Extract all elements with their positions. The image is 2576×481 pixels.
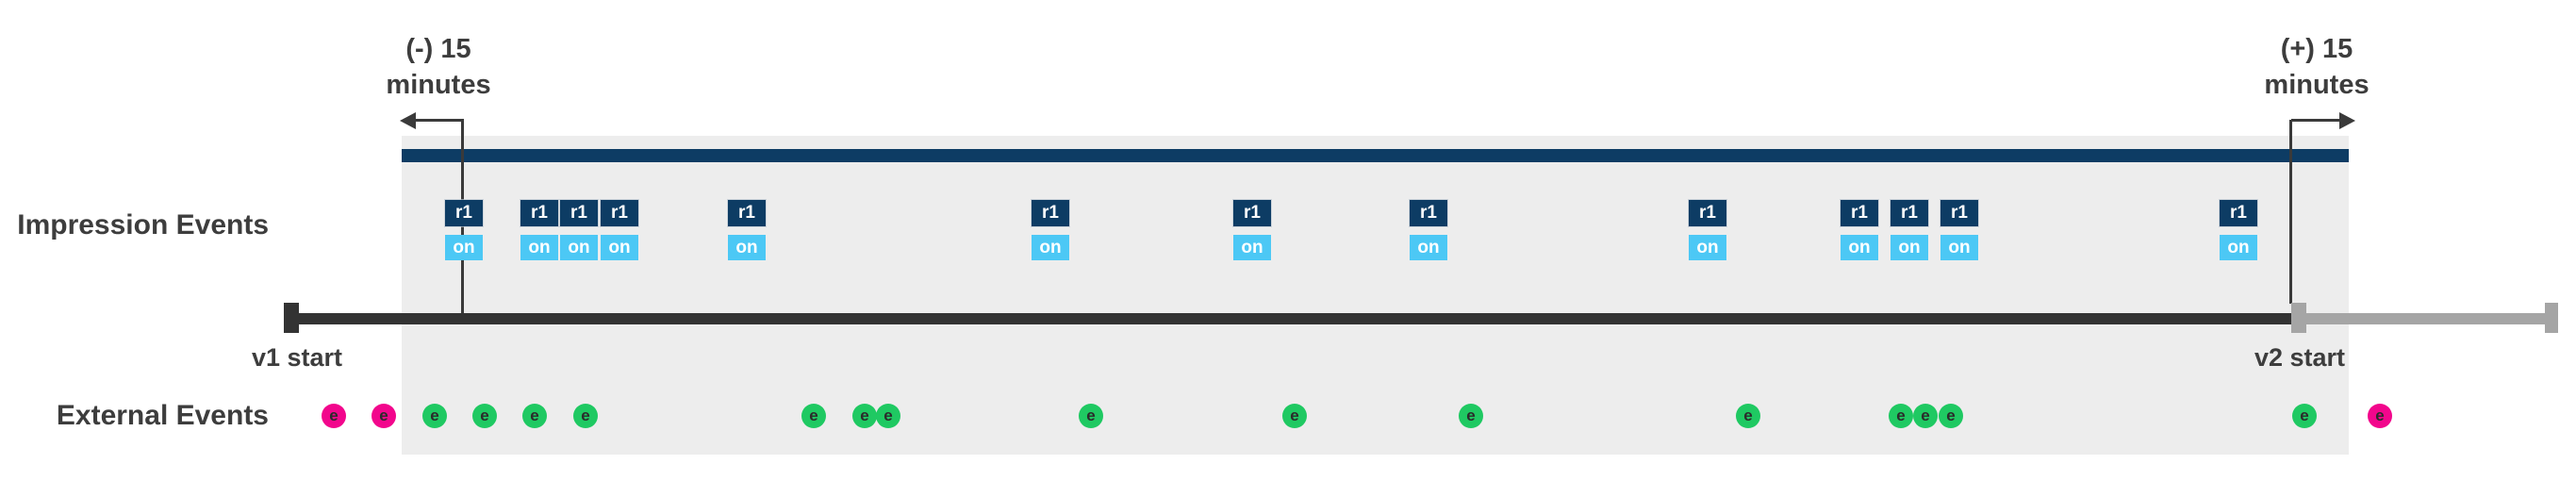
impression-on-box: on <box>560 235 598 260</box>
impression-r1-box: r1 <box>728 200 766 226</box>
pre-window-arrow-line <box>415 119 464 122</box>
impression-r1-box: r1 <box>520 200 558 226</box>
impression-event-cluster: r1 on <box>1233 200 1271 260</box>
external-event-dot-green: e <box>1913 404 1938 428</box>
post-window-guide-line <box>2289 120 2292 304</box>
impression-event-cluster: r1 on <box>1689 200 1726 260</box>
external-event-dot-green: e <box>801 404 826 428</box>
external-event-dot-green: e <box>1736 404 1760 428</box>
external-event-dot-green: e <box>876 404 900 428</box>
campaign-flight-bar <box>402 149 2349 162</box>
external-event-dot-magenta: e <box>2368 404 2392 428</box>
impression-on-box: on <box>1233 235 1271 260</box>
impression-on-box: on <box>1032 235 1069 260</box>
impression-event-cluster: r1 on <box>1032 200 1069 260</box>
impression-on-box: on <box>1410 235 1447 260</box>
impression-event-cluster: r1 on <box>1891 200 1928 260</box>
v1-start-cap <box>284 303 299 333</box>
right-arrow-icon <box>2339 112 2355 129</box>
impression-event-cluster: r1 on <box>520 200 558 260</box>
pre-window-label-line2: minutes <box>386 70 491 100</box>
impression-on-box: on <box>1891 235 1928 260</box>
impression-on-box: on <box>601 235 638 260</box>
impression-event-cluster: r1 on <box>1940 200 1978 260</box>
impression-event-cluster: r1 on <box>1410 200 1447 260</box>
impression-event-cluster: r1 on <box>2220 200 2257 260</box>
impression-event-cluster: r1 on <box>560 200 598 260</box>
impression-r1-box: r1 <box>601 200 638 226</box>
impression-event-cluster: r1 on <box>601 200 638 260</box>
impression-events-row-label: Impression Events <box>17 209 269 240</box>
external-event-dot-green: e <box>522 404 547 428</box>
impression-r1-box: r1 <box>1940 200 1978 226</box>
external-event-dot-green: e <box>1459 404 1483 428</box>
external-event-dot-green: e <box>472 404 497 428</box>
external-event-dot-green: e <box>1079 404 1103 428</box>
impression-r1-box: r1 <box>1841 200 1878 226</box>
left-arrow-icon <box>400 112 416 129</box>
post-window-label-line2: minutes <box>2264 70 2370 100</box>
impression-r1-box: r1 <box>1410 200 1447 226</box>
impression-on-box: on <box>1689 235 1726 260</box>
impression-on-box: on <box>520 235 558 260</box>
external-event-dot-green: e <box>573 404 598 428</box>
external-event-dot-green: e <box>1939 404 1963 428</box>
impression-event-cluster: r1 on <box>728 200 766 260</box>
impression-r1-box: r1 <box>1032 200 1069 226</box>
post-window-label-line1: (+) 15 <box>2280 34 2353 64</box>
post-window-label: (+) 15 minutes <box>2241 31 2392 103</box>
impression-r1-box: r1 <box>1891 200 1928 226</box>
impression-on-box: on <box>2220 235 2257 260</box>
v2-timeline-bar <box>2298 313 2549 324</box>
external-event-dot-magenta: e <box>322 404 346 428</box>
impression-r1-box: r1 <box>2220 200 2257 226</box>
evaluation-window-region <box>402 136 2349 455</box>
impression-event-cluster: r1 on <box>1841 200 1878 260</box>
external-event-dot-green: e <box>2292 404 2317 428</box>
v1-start-label: v1 start <box>251 343 343 372</box>
impression-r1-box: r1 <box>1689 200 1726 226</box>
v1-timeline-bar <box>285 313 2291 324</box>
pre-window-label-line1: (-) 15 <box>405 34 471 64</box>
external-event-dot-green: e <box>1282 404 1307 428</box>
external-event-dot-green: e <box>852 404 877 428</box>
v2-start-cap <box>2291 303 2306 333</box>
impression-on-box: on <box>1841 235 1878 260</box>
impression-on-box: on <box>445 235 483 260</box>
impression-on-box: on <box>1940 235 1978 260</box>
post-window-arrow-line <box>2291 119 2341 122</box>
impression-event-cluster: r1 on <box>445 200 483 260</box>
external-event-dot-magenta: e <box>372 404 396 428</box>
external-event-dot-green: e <box>422 404 447 428</box>
v2-end-cap <box>2545 303 2558 333</box>
impression-r1-box: r1 <box>445 200 483 226</box>
v2-start-label: v2 start <box>2254 343 2346 372</box>
impression-r1-box: r1 <box>560 200 598 226</box>
impression-on-box: on <box>728 235 766 260</box>
pre-window-label: (-) 15 minutes <box>363 31 514 103</box>
external-event-dot-green: e <box>1889 404 1913 428</box>
external-events-row-label: External Events <box>56 400 269 431</box>
impression-r1-box: r1 <box>1233 200 1271 226</box>
